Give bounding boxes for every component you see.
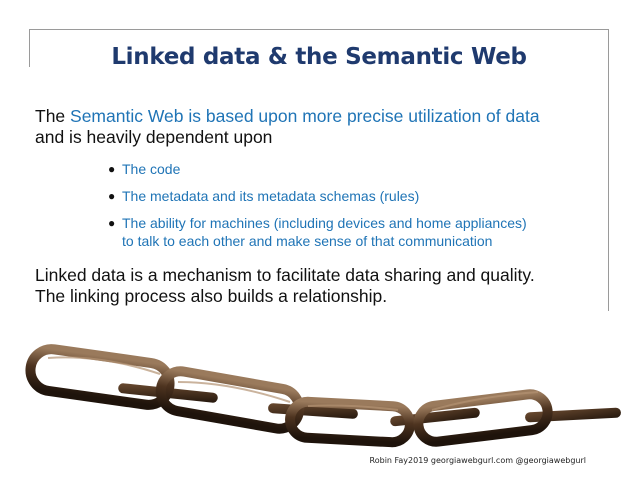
semantic-web-phrase: Semantic Web is based upon more precise …: [70, 106, 540, 126]
conclusion-paragraph: Linked data is a mechanism to facilitate…: [35, 265, 535, 307]
chain-highlight: [47, 356, 539, 411]
intro-line-1: The Semantic Web is based upon more prec…: [35, 106, 540, 127]
intro-lead: The: [35, 106, 71, 126]
bullet-dot-icon: ●: [108, 162, 116, 176]
credit-footer: Robin Fay2019 georgiawebgurl.com @georgi…: [369, 456, 586, 465]
chain-link-face: [25, 344, 553, 448]
intro-paragraph: The Semantic Web is based upon more prec…: [35, 106, 540, 148]
bullet-item-metadata: ● The metadata and its metadata schemas …: [108, 187, 527, 205]
intro-line-2: and is heavily dependent upon: [35, 127, 273, 147]
frame-right-line: [608, 29, 609, 311]
bullet-dot-icon: ●: [108, 216, 116, 230]
slide-title: Linked data & the Semantic Web: [111, 44, 527, 70]
bullet-dot-icon: ●: [108, 189, 116, 203]
bullet-line: The ability for machines (including devi…: [122, 215, 527, 231]
chain-links-image: [25, 344, 621, 448]
frame-top-line: [29, 29, 609, 30]
bullet-line: to talk to each other and make sense of …: [122, 233, 493, 249]
bullet-list: ● The code ● The metadata and its metada…: [108, 160, 527, 250]
frame-left-line: [29, 29, 30, 67]
bullet-item-code: ● The code: [108, 160, 527, 178]
bullet-line: The metadata and its metadata schemas (r…: [122, 188, 420, 204]
conclusion-line-2: The linking process also builds a relati…: [35, 286, 388, 306]
conclusion-line-1: Linked data is a mechanism to facilitate…: [35, 265, 535, 285]
bullet-line: The code: [122, 161, 181, 177]
bullet-item-machines: ● The ability for machines (including de…: [108, 214, 527, 250]
